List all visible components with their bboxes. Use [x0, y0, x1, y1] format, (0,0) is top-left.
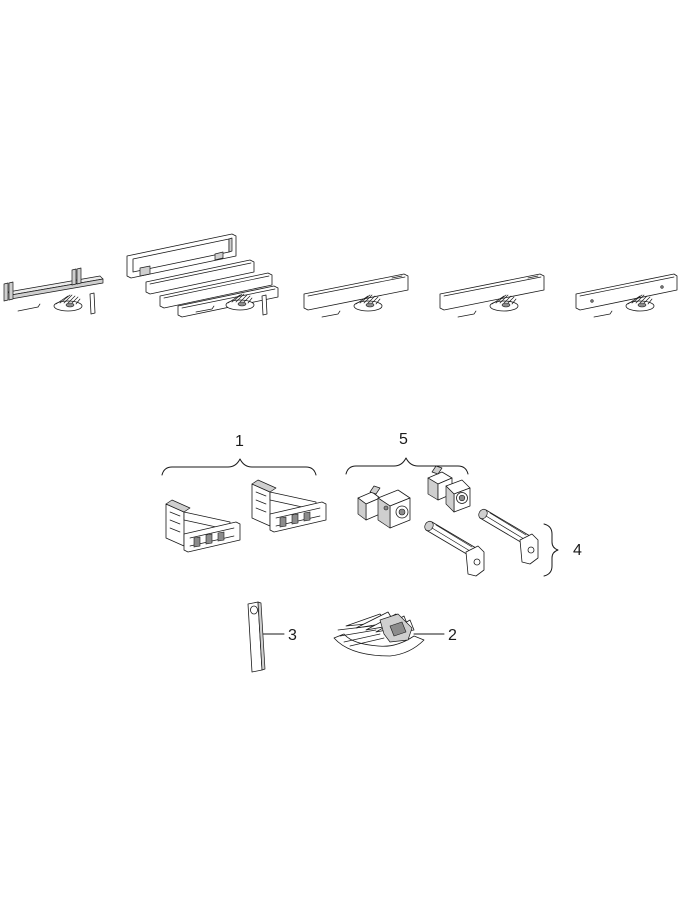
kit-variant-bracket [3, 267, 104, 315]
part-extension-rod-right [478, 508, 539, 565]
kit-variant-frame-plates [126, 233, 279, 318]
callout-label-5: 5 [399, 431, 408, 448]
callout-4-group: 4 [543, 523, 582, 577]
callout-label-4: 4 [573, 542, 582, 559]
callout-1-brace [161, 458, 317, 476]
kit-variant-panel-1 [303, 273, 409, 318]
kit-variant-panel-2 [439, 273, 545, 318]
callout-5-brace [345, 457, 469, 475]
clip-fan-small [489, 294, 519, 312]
clip-fan-small [53, 294, 83, 312]
callout-1-group: 1 [161, 433, 317, 476]
clip-fan-small [625, 294, 655, 312]
part-mounting-strap: 3 [247, 601, 297, 673]
part-wall-bracket-left [165, 499, 241, 553]
clip-fan-small [353, 294, 383, 312]
callout-5-group: 5 [345, 431, 469, 475]
callout-label-2: 2 [448, 627, 457, 644]
part-fan-clip: 2 [333, 611, 457, 657]
callout-label-1: 1 [235, 433, 244, 450]
kit-variant-panel-3 [575, 273, 678, 318]
callout-4-brace [543, 523, 559, 577]
part-extension-rod-left [424, 520, 485, 577]
clip-fan-small [225, 293, 255, 311]
callout-label-3: 3 [288, 627, 297, 644]
part-adapter-right [427, 465, 471, 513]
part-wall-bracket-right [251, 479, 327, 533]
part-adapter-left [357, 485, 411, 529]
